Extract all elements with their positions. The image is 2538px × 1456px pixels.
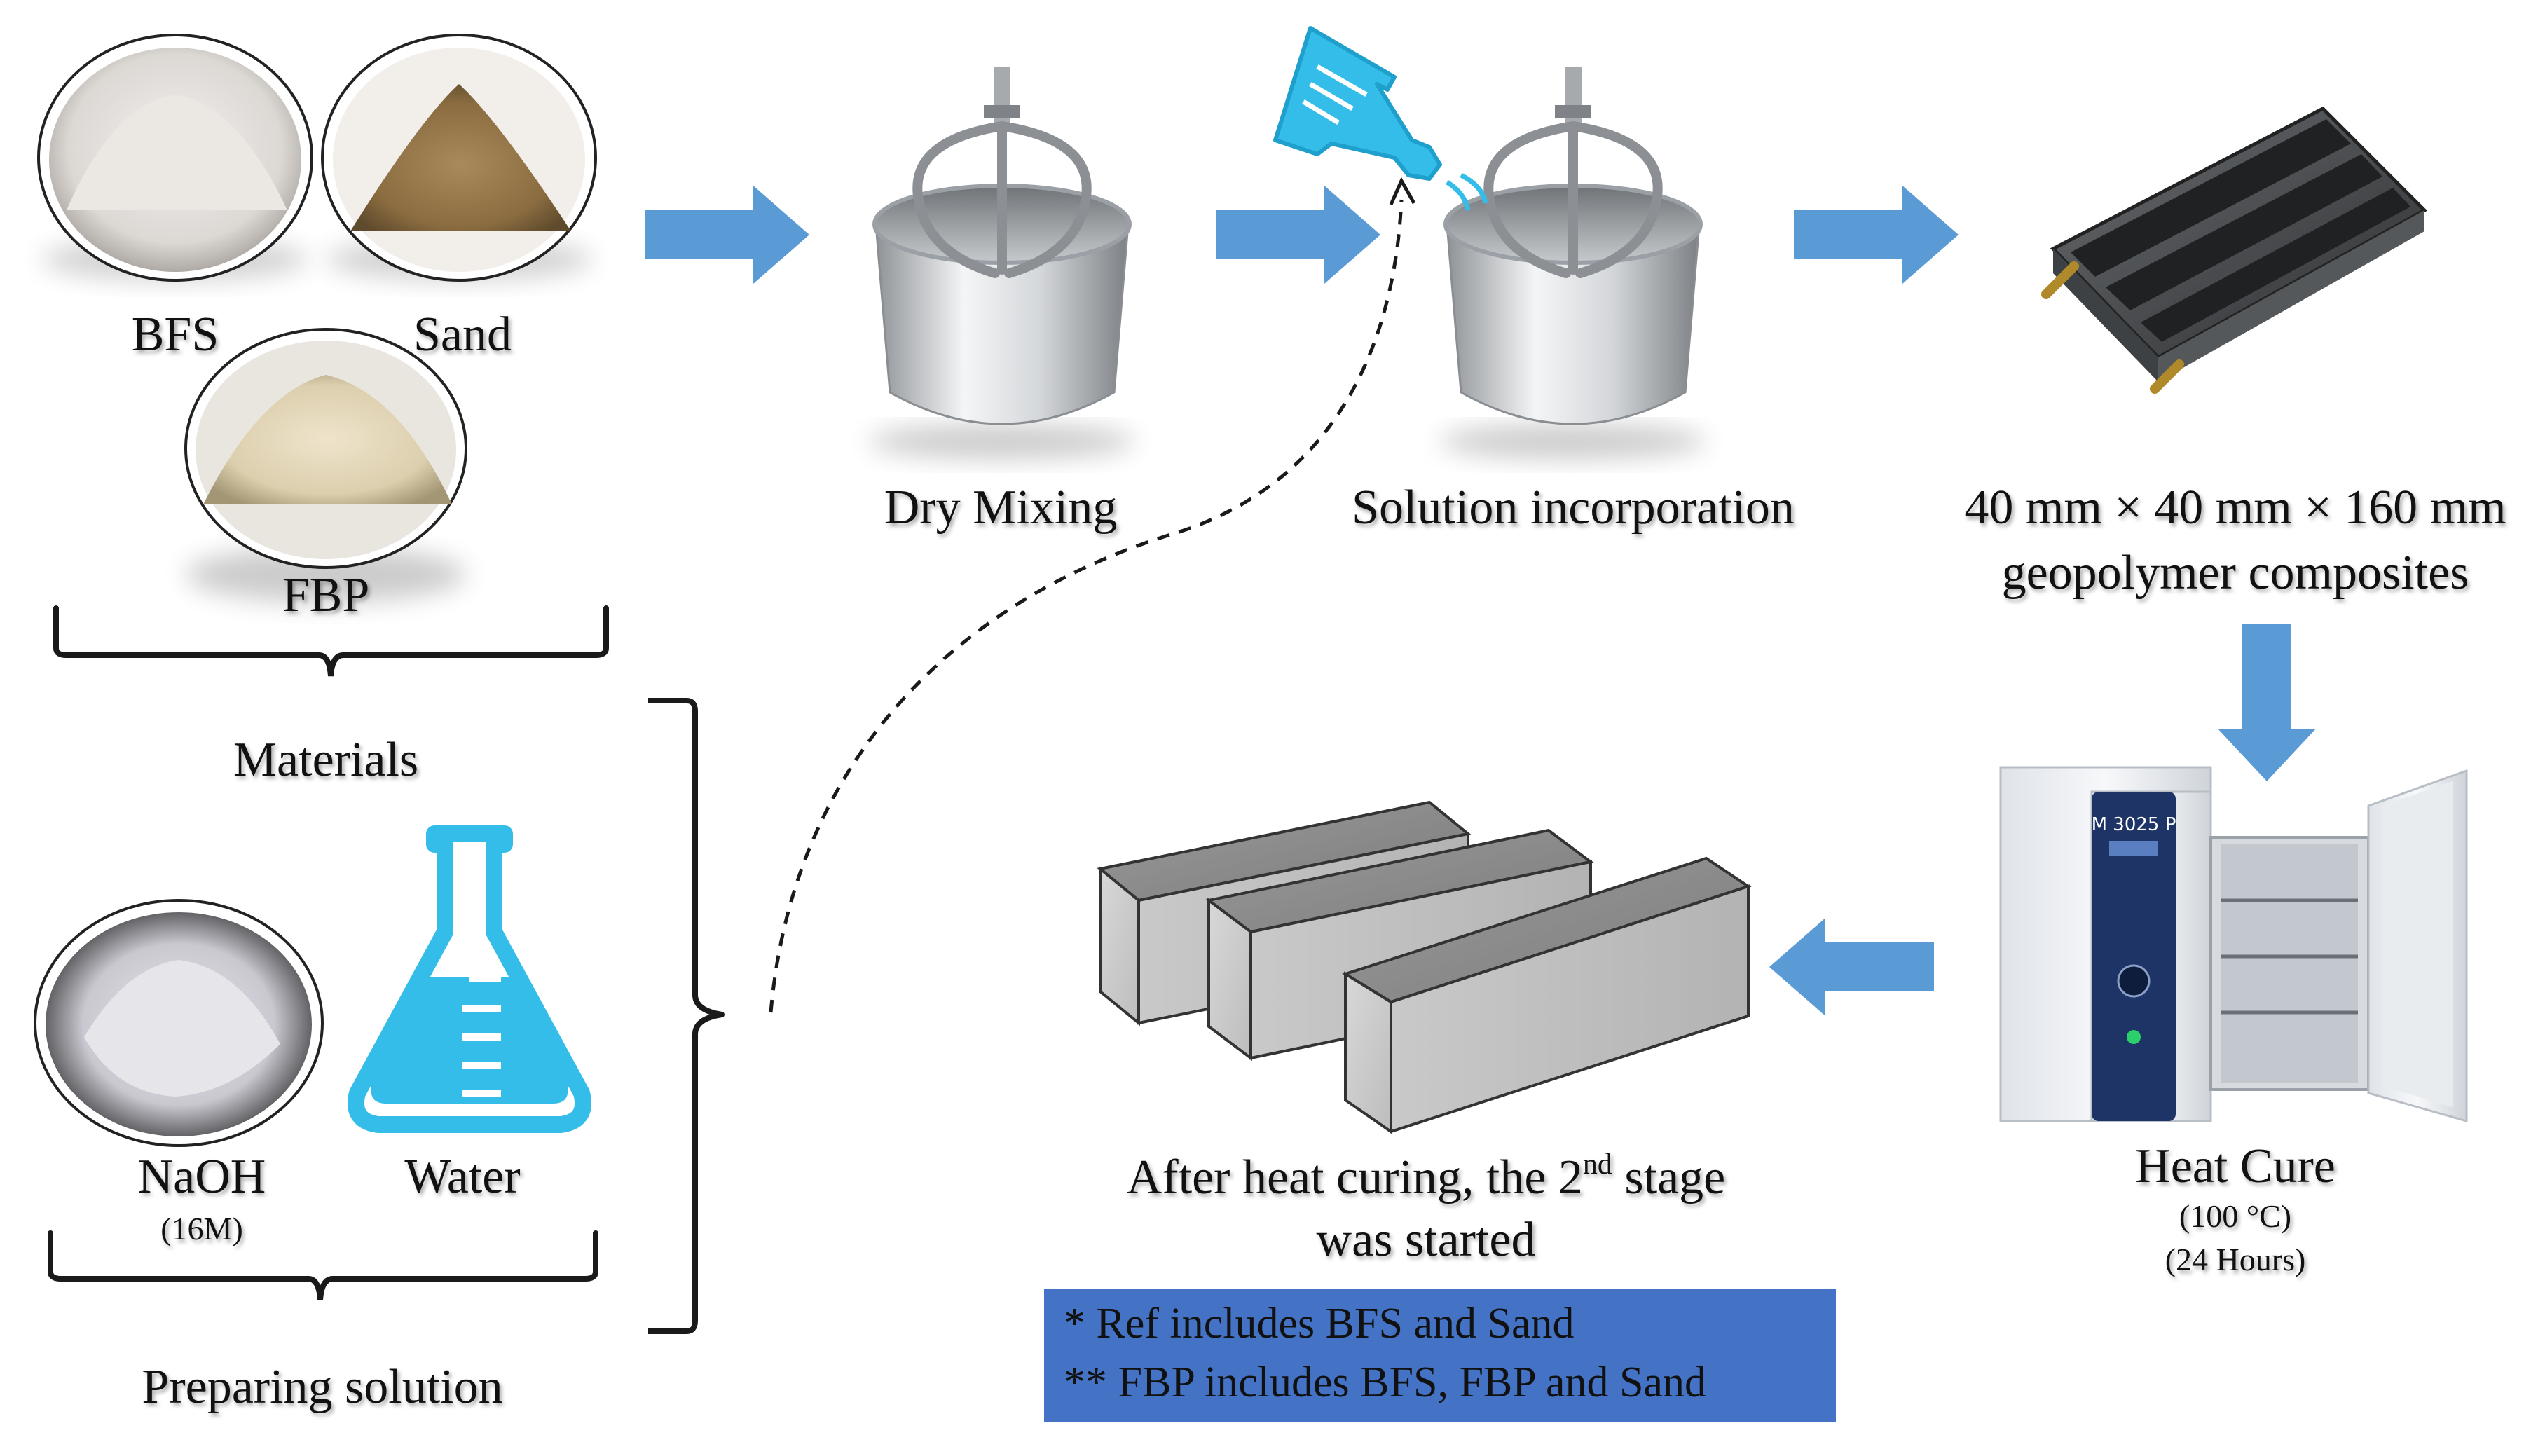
bfs-photo-icon: [37, 34, 313, 282]
heat-cure-temperature-label: (100 °C): [2179, 1198, 2292, 1234]
arrow-right-2: [1216, 186, 1380, 284]
final-stage-line1-suffix: stage: [1612, 1151, 1726, 1204]
note-fbp: ** FBP includes BFS, FBP and Sand: [1064, 1359, 1706, 1406]
naoh-concentration-label: (16M): [160, 1211, 243, 1246]
arrow-right-3: [1794, 186, 1959, 284]
heat-cure-label: Heat Cure: [2135, 1139, 2335, 1193]
naoh-label: NaOH: [137, 1150, 266, 1204]
preparing-solution-label: Preparing solution: [142, 1360, 503, 1414]
oven-icon: M 3025 P: [1999, 766, 2468, 1122]
bfs-label: BFS: [131, 308, 219, 362]
oven-model-label: M 3025 P: [2092, 814, 2176, 835]
materials-group-label: Materials: [233, 733, 419, 787]
mold-description-label: geopolymer composites: [2001, 546, 2469, 600]
materials-brace: [53, 605, 609, 677]
fbp-label: FBP: [282, 568, 370, 622]
sand-label: Sand: [413, 308, 512, 362]
sand-photo-icon: [321, 34, 597, 282]
final-stage-line1: After heat curing, the 2nd stage: [1127, 1148, 1725, 1207]
solution-flow-dashed-arrow: [769, 199, 1404, 1013]
note-ref: * Ref includes BFS and Sand: [1064, 1300, 1575, 1347]
final-stage-line1-prefix: After heat curing, the 2: [1126, 1151, 1583, 1204]
dry-mixing-label: Dry Mixing: [884, 481, 1118, 535]
water-flask-icon: [348, 825, 591, 1133]
arrow-left: [1769, 918, 1934, 1016]
dry-mixing-bowl-icon: [869, 67, 1135, 459]
final-stage-line2: was started: [1316, 1213, 1536, 1267]
arrow-right-1: [645, 186, 809, 284]
solution-incorporation-label: Solution incorporation: [1352, 481, 1795, 535]
solution-bowl-icon: [1440, 67, 1706, 459]
pouring-flask-icon: [1273, 26, 1488, 211]
final-stage-superscript: nd: [1582, 1148, 1612, 1181]
solution-brace: [48, 1230, 598, 1300]
specimen-prisms-icon: [1097, 800, 1752, 1134]
combine-brace: [648, 698, 725, 1334]
notes-box: * Ref includes BFS and Sand ** FBP inclu…: [1044, 1289, 1836, 1422]
heat-cure-duration-label: (24 Hours): [2165, 1242, 2306, 1277]
mold-dimensions-label: 40 mm × 40 mm × 160 mm: [1964, 481, 2506, 535]
fbp-photo-icon: [184, 328, 467, 603]
dashed-arrow-head-icon: [1389, 177, 1416, 206]
mold-icon: [2041, 106, 2428, 394]
arrow-down: [2218, 624, 2316, 781]
naoh-photo-icon: [34, 899, 324, 1147]
water-label: Water: [404, 1150, 521, 1204]
